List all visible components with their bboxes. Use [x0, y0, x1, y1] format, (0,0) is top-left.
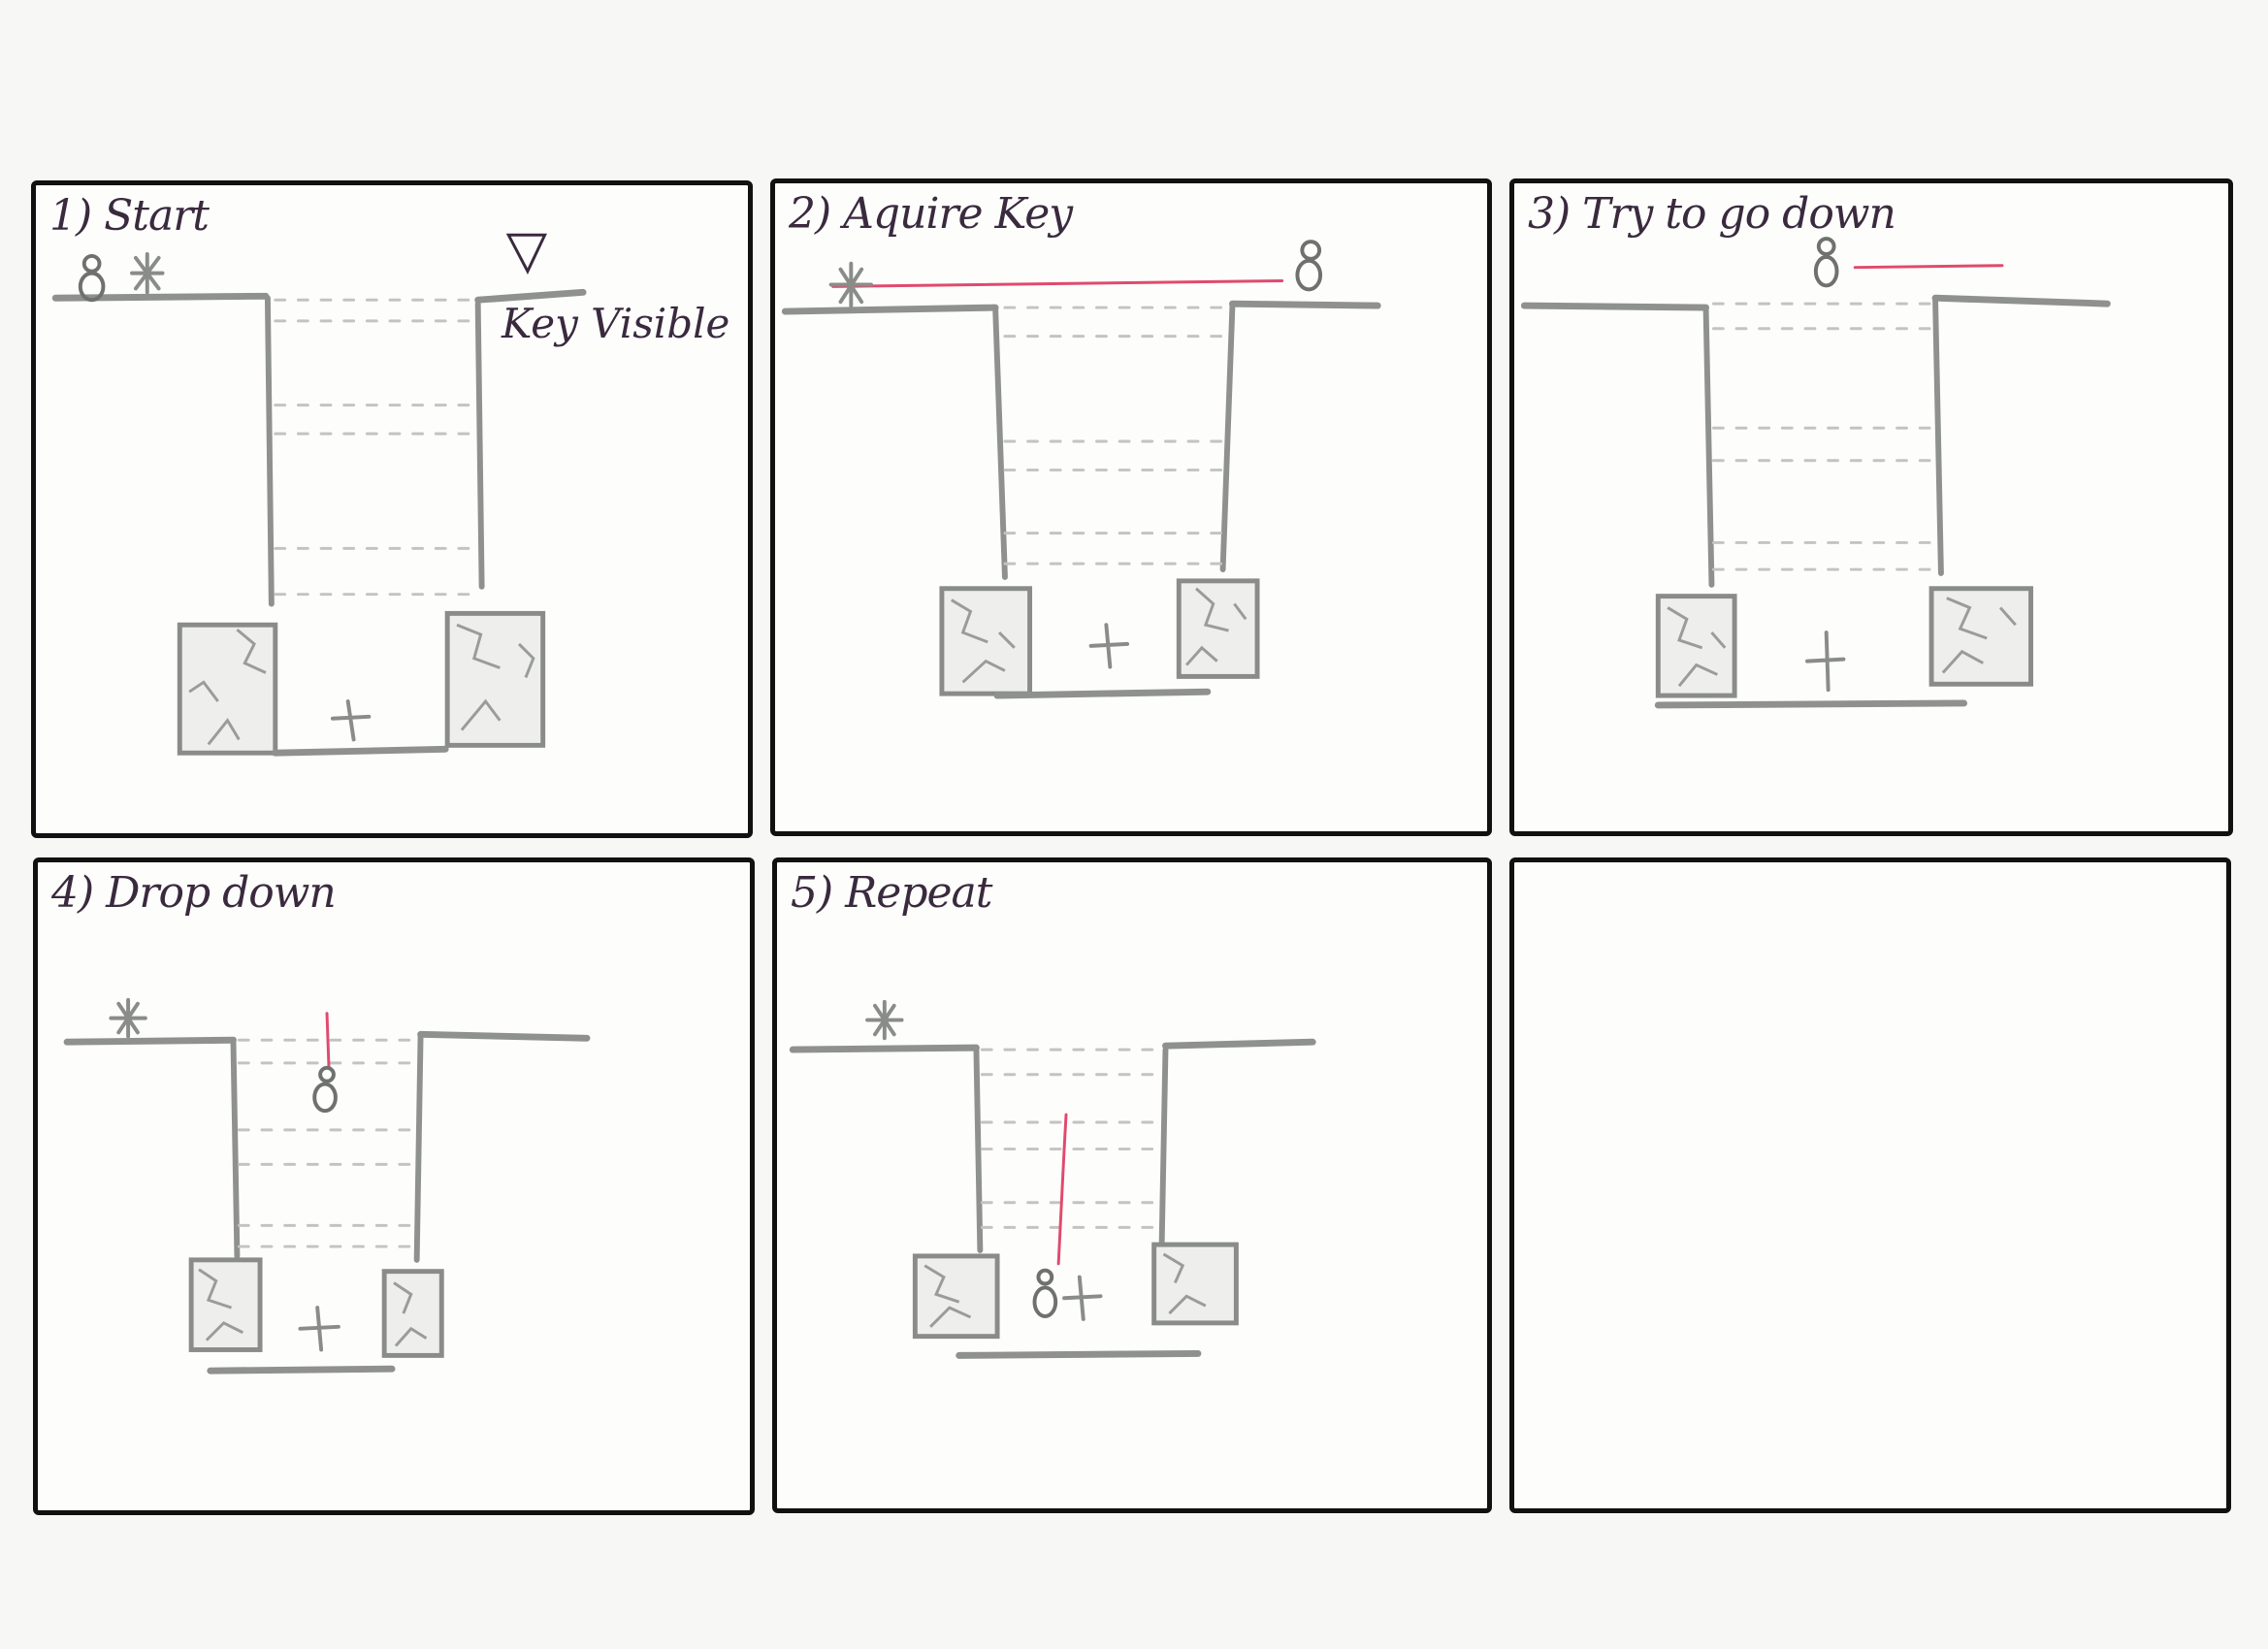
storyboard-panel-2: 2) Aquire Key	[770, 178, 1492, 836]
storyboard-panel-4: 4) Drop down	[33, 857, 755, 1515]
breakable-block-left	[1658, 597, 1734, 695]
breakable-block-right	[1931, 589, 2030, 685]
ground-left	[793, 1048, 976, 1050]
ladder-rungs	[1713, 304, 1933, 569]
player-character	[81, 256, 104, 300]
pit-floor	[997, 692, 1208, 695]
key-star	[132, 254, 163, 292]
ground-left	[785, 307, 995, 311]
breakable-block-left	[191, 1260, 260, 1350]
panel-2-sketch	[775, 183, 1487, 831]
goal-cross	[333, 701, 369, 739]
breakable-block-right	[1179, 581, 1257, 677]
storyboard-panel-1: 1) Start Key Visible	[31, 180, 753, 838]
breakable-block-right	[447, 613, 543, 745]
pit-floor	[275, 749, 445, 753]
grappling-rope	[1058, 1115, 1066, 1264]
ladder-rungs	[1005, 307, 1227, 564]
player-character	[314, 1068, 336, 1111]
ground-right	[1165, 1042, 1312, 1046]
panel-1-sketch	[36, 185, 748, 833]
ground-right	[1935, 298, 2107, 304]
panel-3-sketch	[1514, 183, 2228, 831]
pit-wall-left	[268, 298, 272, 603]
key-marker-triangle	[508, 235, 544, 271]
panel-4-sketch	[38, 862, 750, 1510]
storyboard-panel-3: 3) Try to go down	[1509, 178, 2233, 836]
pit-wall-left	[233, 1040, 237, 1256]
pit-floor	[959, 1353, 1198, 1355]
storyboard-panel-6	[1509, 857, 2231, 1513]
pit-wall-right	[417, 1034, 421, 1260]
breakable-block-right	[1154, 1245, 1237, 1323]
ground-left	[1524, 306, 1705, 307]
ladder-rungs	[982, 1050, 1159, 1227]
panel-5-sketch	[777, 862, 1487, 1508]
goal-cross	[1064, 1277, 1100, 1319]
ground-right	[478, 292, 583, 300]
breakable-block-left	[179, 625, 275, 753]
pit-wall-right	[1162, 1050, 1166, 1248]
ground-right	[421, 1034, 587, 1038]
grappling-rope	[327, 1014, 329, 1067]
ladder-rungs	[275, 300, 474, 594]
storyboard-panel-5: 5) Repeat	[772, 857, 1492, 1513]
key-star	[831, 264, 871, 306]
grappling-rope	[1855, 266, 2002, 268]
goal-cross	[1807, 632, 1843, 690]
pit-wall-right	[478, 304, 482, 587]
pit-wall-right	[1935, 298, 1941, 573]
goal-cross	[300, 1308, 338, 1349]
breakable-block-left	[942, 589, 1030, 694]
key-star	[867, 1002, 901, 1038]
pit-wall-left	[976, 1048, 980, 1250]
goal-cross	[1091, 625, 1127, 666]
breakable-block-right	[384, 1272, 441, 1356]
pit-wall-left	[1706, 307, 1712, 585]
ground-right	[1232, 304, 1377, 306]
key-star	[111, 1000, 145, 1036]
grappling-rope	[833, 280, 1282, 286]
player-character	[1297, 242, 1320, 289]
pit-wall-left	[995, 307, 1005, 577]
pit-floor	[1658, 703, 1963, 705]
pit-wall-right	[1223, 306, 1233, 569]
ladder-rungs	[239, 1040, 416, 1246]
player-character	[1035, 1271, 1056, 1316]
player-character	[1816, 239, 1837, 285]
ground-left	[67, 1040, 233, 1042]
breakable-block-left	[915, 1256, 997, 1337]
pit-floor	[211, 1369, 392, 1371]
